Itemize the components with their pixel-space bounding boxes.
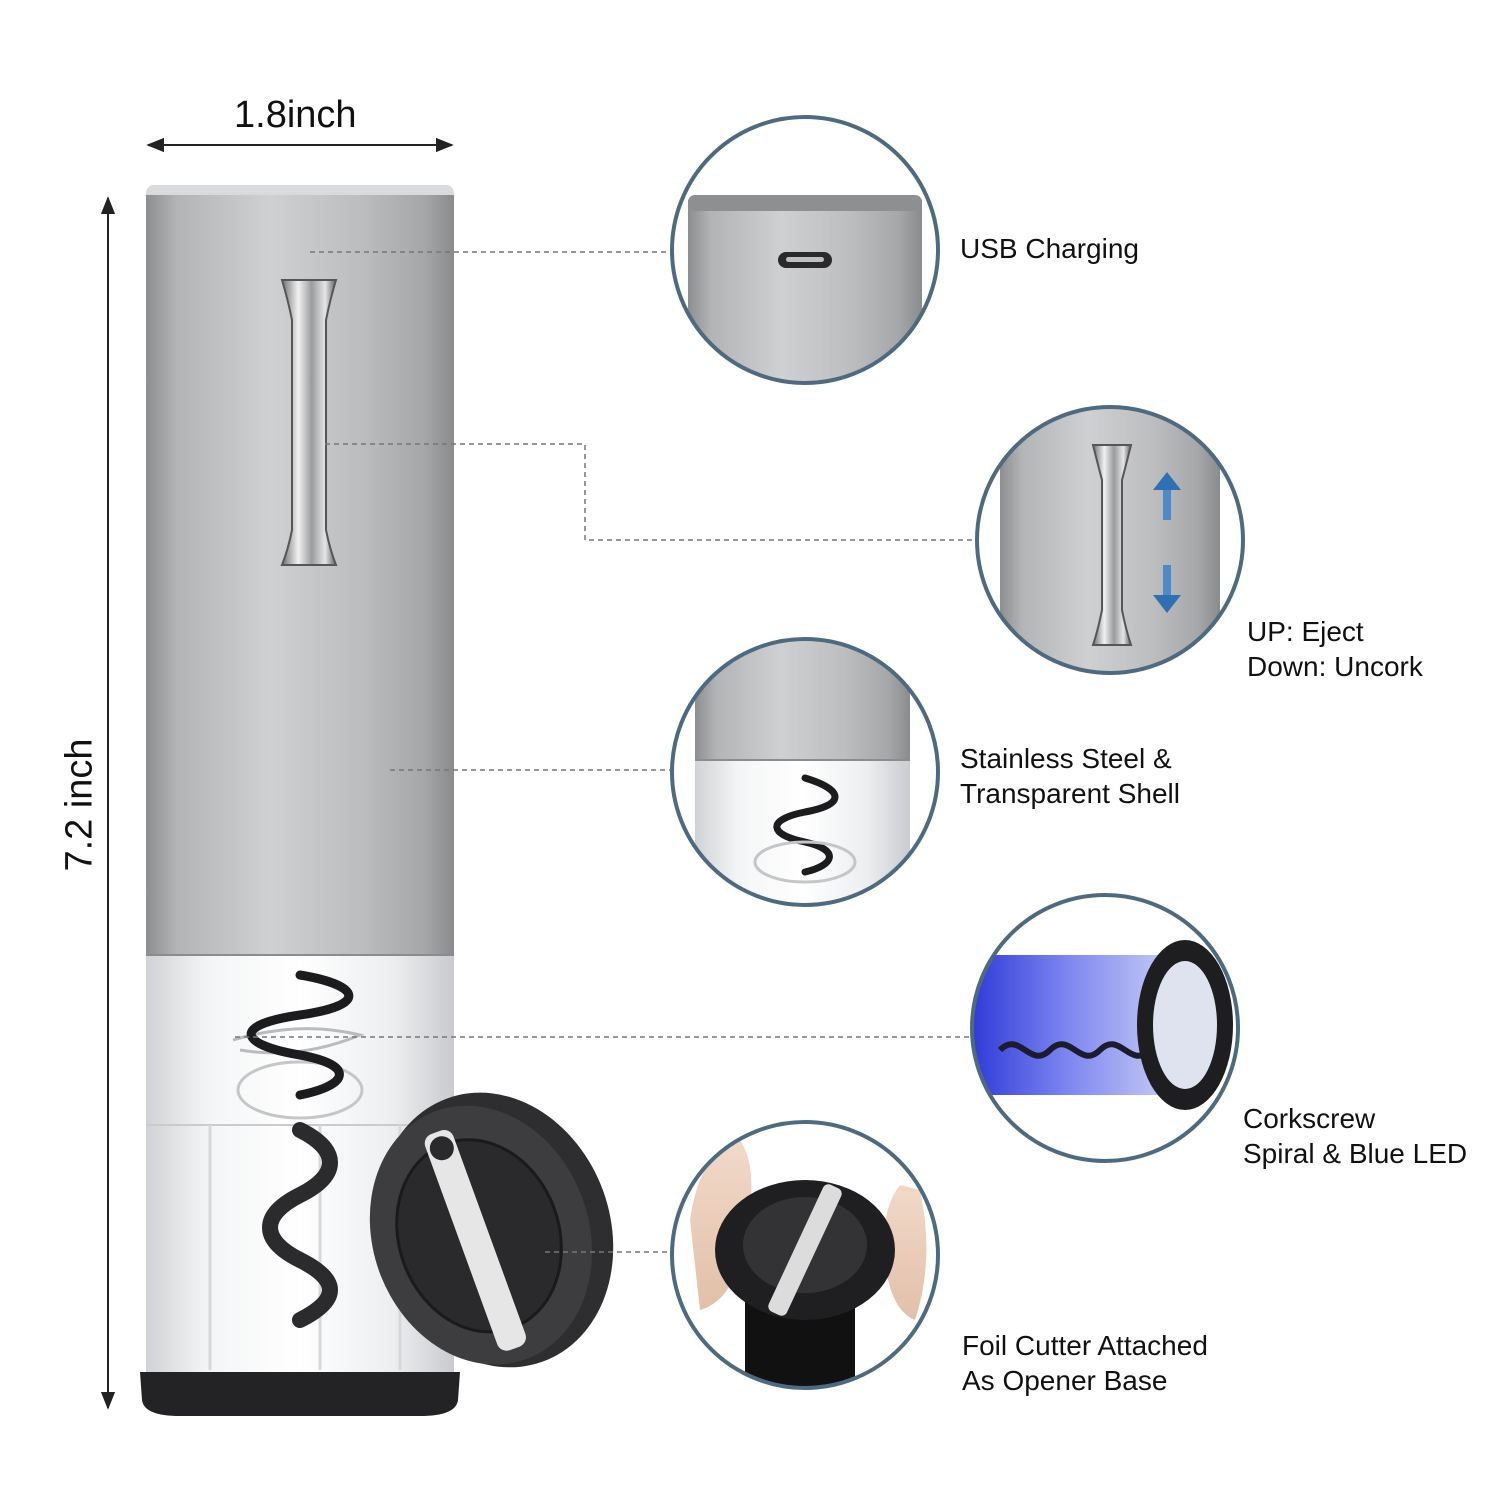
callout-text: As Opener Base [962,1365,1168,1396]
foil-cutter [369,1092,614,1368]
callout-text: Down: Uncork [1247,651,1423,682]
callout-text: Spiral & Blue LED [1243,1138,1468,1169]
height-dimension-label: 7.2 inch [58,738,101,872]
callout-text: Corkscrew [1243,1103,1376,1134]
callout-text: Transparent Shell [960,778,1180,809]
width-dimension-label: 1.8inch [234,94,357,136]
callout-foil-cutter: Foil Cutter Attached As Opener Base [962,1328,1208,1398]
callout-spiral-led: Corkscrew Spiral & Blue LED [1243,1101,1467,1171]
callout-usb-charging: USB Charging [960,231,1139,266]
callout-eject-uncork: UP: Eject Down: Uncork [1247,614,1423,684]
wine-opener-body [140,185,460,1416]
detail-circle-shell [672,639,938,905]
usb-c-port-icon [778,252,832,268]
detail-circle-button [977,407,1243,673]
callout-shell: Stainless Steel & Transparent Shell [960,741,1180,811]
callout-text: Foil Cutter Attached [962,1330,1208,1361]
arrow-up-icon [1153,472,1181,520]
eject-uncork-button [280,279,338,566]
callout-text: Stainless Steel & [960,743,1172,774]
callout-text: USB Charging [960,233,1139,264]
leader-lines [235,251,975,1253]
detail-circle-usb [672,117,938,383]
detail-circle-spiral-led [972,895,1238,1161]
detail-circle-foil-cutter [672,1122,938,1388]
callout-text: UP: Eject [1247,616,1364,647]
arrow-down-icon [1153,565,1181,613]
